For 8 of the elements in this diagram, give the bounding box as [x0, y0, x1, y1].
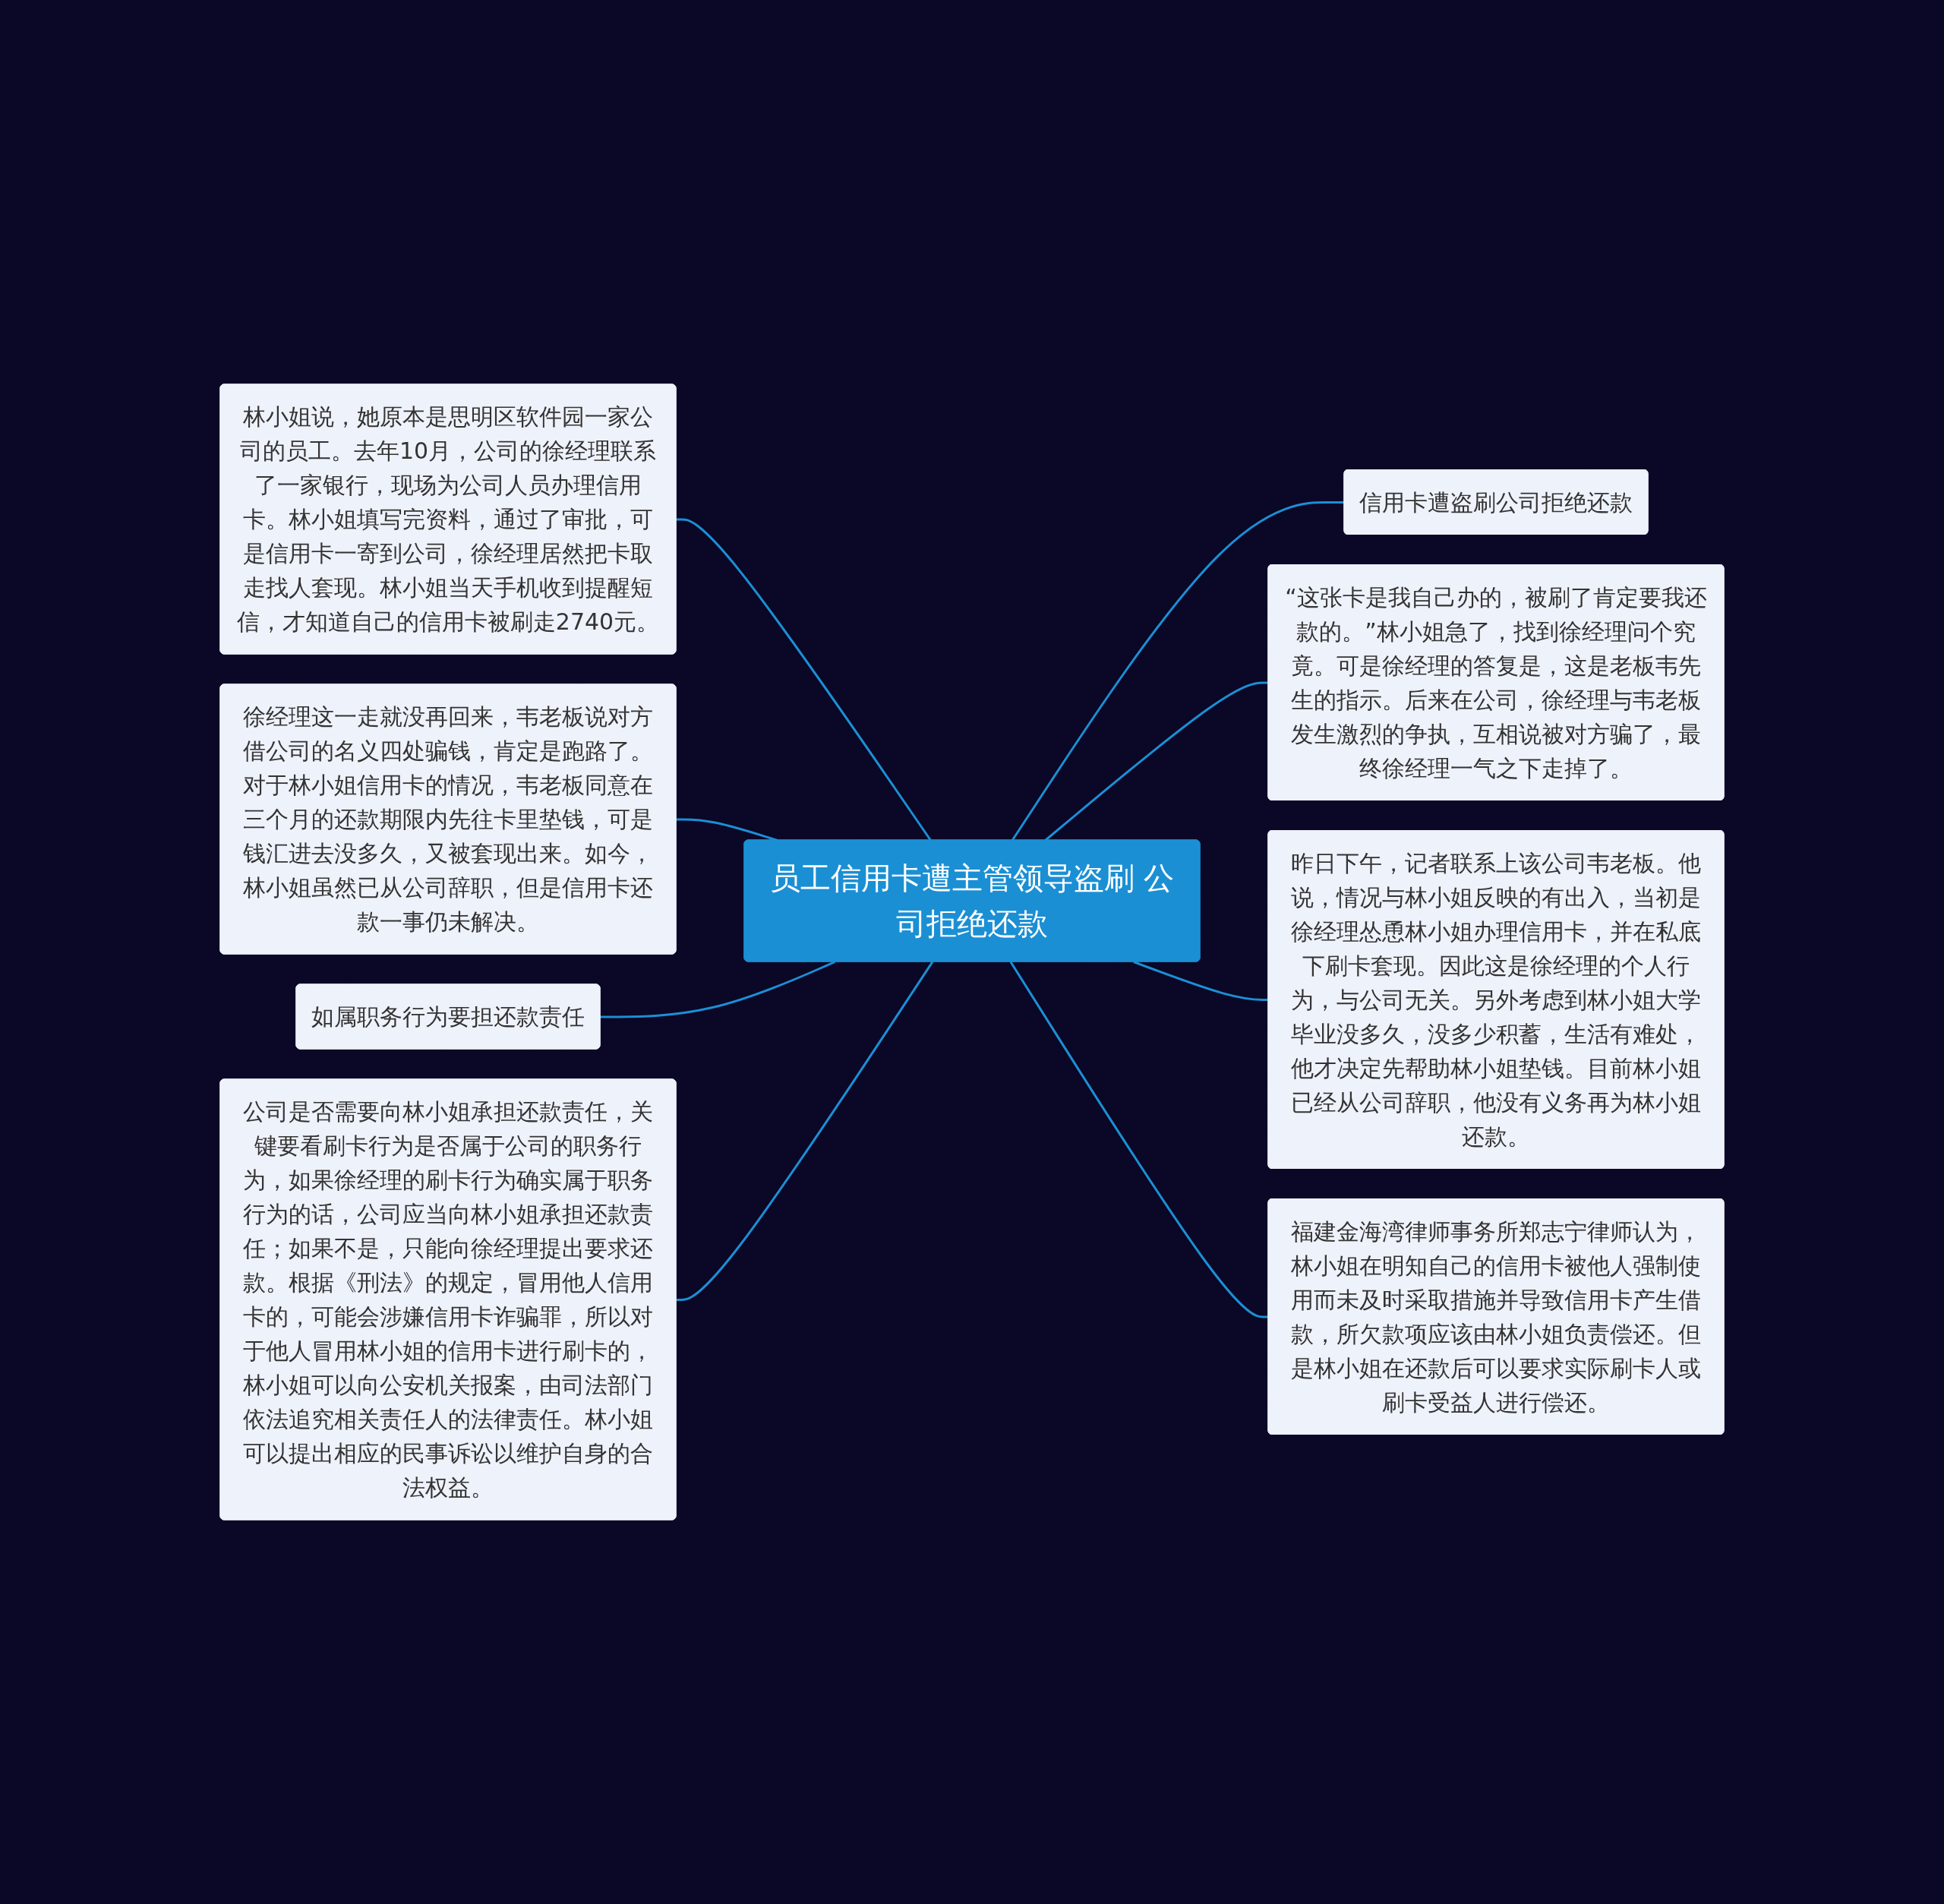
connector — [1133, 961, 1269, 1001]
connector — [600, 961, 836, 1018]
connector — [1044, 681, 1269, 841]
connector — [1011, 500, 1345, 841]
connector — [676, 961, 934, 1301]
connector — [676, 518, 932, 841]
connector — [1009, 961, 1269, 1318]
connector — [676, 818, 778, 841]
